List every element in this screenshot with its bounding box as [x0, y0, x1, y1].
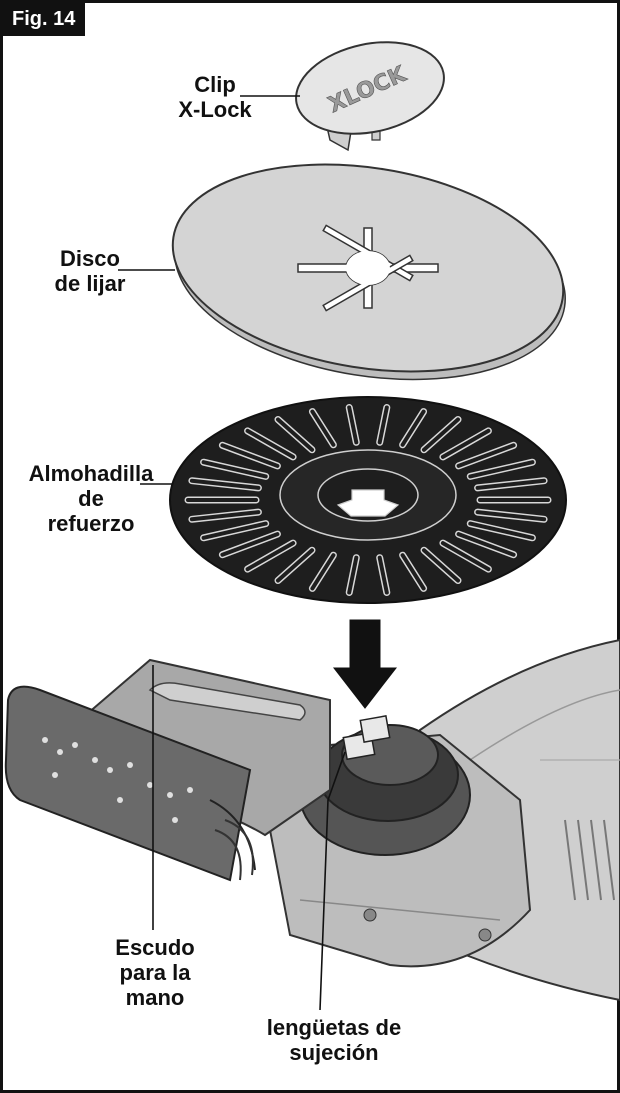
- pad-slot-inner: [468, 460, 535, 479]
- pad-slot-inner: [400, 553, 426, 591]
- pad-slot-inner: [189, 478, 261, 490]
- label-sanding-disc: Disco de lijar: [54, 246, 126, 296]
- pad-slot-inner: [422, 417, 460, 452]
- backing-pad-illustration: [169, 396, 567, 604]
- pad-slot-inner: [201, 460, 268, 479]
- label-backing-pad: Almohadilla de refuerzo: [28, 461, 154, 536]
- figure-number-tag: Fig. 14: [2, 2, 86, 36]
- pad-slot-inner: [456, 443, 516, 468]
- pad-slot-inner: [347, 405, 359, 445]
- pad-slot-inner: [276, 548, 314, 583]
- sanding-disc-illustration: [171, 163, 566, 381]
- pad-slot-inner: [456, 532, 516, 557]
- pad-slot-inner: [440, 541, 491, 572]
- x-lock-clip-illustration: XLOCK: [295, 41, 445, 152]
- pad-slot-inner: [310, 553, 336, 591]
- pad-slot-inner: [201, 521, 268, 540]
- label-hand-shield: Escudo para la mano: [115, 935, 195, 1010]
- pad-slot-inner: [220, 443, 280, 468]
- pad-slot-inner: [400, 409, 426, 447]
- pad-slot-inner: [245, 541, 296, 572]
- pad-slot-inner: [377, 555, 389, 595]
- pad-slot-inner: [347, 555, 359, 595]
- down-arrow-icon: [332, 619, 398, 709]
- pad-slot-inner: [475, 478, 547, 490]
- label-clip-x-lock: Clip X-Lock: [178, 72, 252, 122]
- leader-lines: [118, 95, 346, 1011]
- angle-grinder-illustration: [4, 638, 620, 1002]
- pad-slot-inner: [468, 521, 535, 540]
- pad-slot-inner: [245, 428, 296, 459]
- pad-slot-inner: [377, 405, 389, 445]
- pad-slot-inner: [189, 510, 261, 522]
- pad-slot-inner: [422, 548, 460, 583]
- pad-slot-inner: [276, 417, 314, 452]
- pad-slot-inner: [440, 428, 491, 459]
- pad-slot-inner: [475, 510, 547, 522]
- pad-slot-inner: [220, 532, 280, 557]
- pad-slot-inner: [310, 409, 336, 447]
- label-clamping-tabs: lengüetas de sujeción: [266, 1015, 402, 1065]
